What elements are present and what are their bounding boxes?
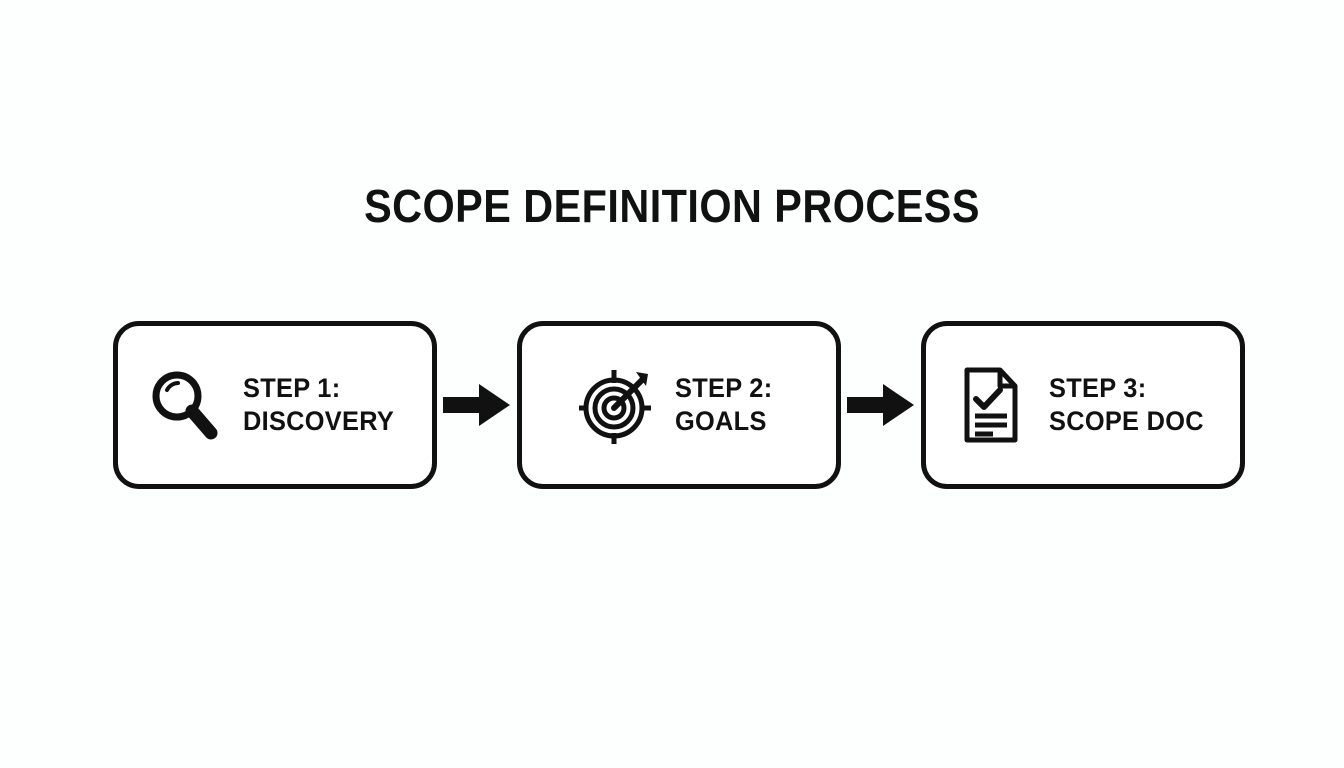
target-with-arrow-icon (579, 366, 653, 444)
step-box-3[interactable]: STEP 3: SCOPE DOC (921, 321, 1245, 489)
process-flow: STEP 1: DISCOVERY (113, 320, 1245, 490)
magnifying-glass-icon (147, 366, 221, 444)
step-label-3: STEP 3: SCOPE DOC (1049, 372, 1204, 438)
arrow-right-icon-2 (846, 382, 916, 428)
step-label-2-line1: STEP 2: (675, 373, 773, 403)
step-label-1-line1: STEP 1: (242, 373, 341, 403)
step-label-3-line2: SCOPE DOC (1048, 406, 1204, 436)
step-box-1[interactable]: STEP 1: DISCOVERY (113, 321, 437, 489)
step-label-1-line2: DISCOVERY (242, 406, 394, 436)
page-title: SCOPE DEFINITION PROCESS (364, 180, 980, 232)
step-label-2: STEP 2: GOALS (675, 372, 772, 438)
step-label-3-line1: STEP 3: (1048, 373, 1147, 403)
step-label-1: STEP 1: DISCOVERY (243, 372, 394, 438)
step-box-2[interactable]: STEP 2: GOALS (517, 321, 841, 489)
document-checkmark-icon (953, 366, 1027, 444)
arrow-right-icon-1 (442, 382, 512, 428)
step-label-2-line2: GOALS (675, 406, 767, 436)
